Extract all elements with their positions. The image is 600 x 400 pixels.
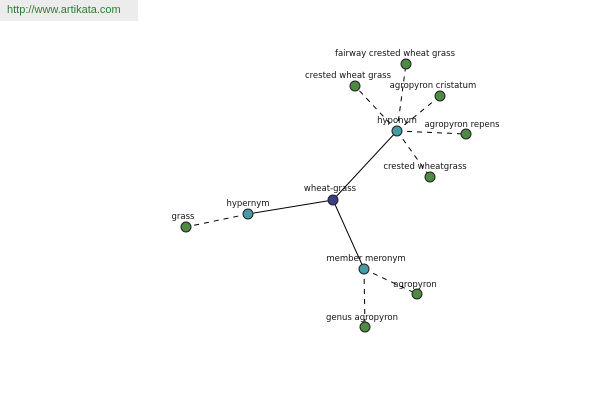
node-hyponym[interactable] (391, 125, 403, 137)
label-genus-agropyron: genus agropyron (326, 313, 398, 323)
source-url-link[interactable]: http://www.artikata.com (0, 0, 138, 21)
label-agropyron-repens: agropyron repens (424, 120, 500, 130)
graph-labels: wheat-grass hyponym hypernym member meronym… (172, 49, 501, 323)
label-hypernym: hypernym (226, 199, 269, 209)
label-agropyron-cristatum: agropyron cristatum (390, 81, 477, 91)
graph-nodes (180, 58, 472, 333)
node-member-meronym[interactable] (358, 263, 370, 275)
node-crested-wheatgrass[interactable] (424, 171, 436, 183)
node-genus-agropyron[interactable] (359, 321, 371, 333)
edge-hyponym-to-fairway-crested-wheat-grass (396, 63, 407, 132)
label-crested-wheatgrass: crested wheatgrass (383, 162, 467, 172)
node-fairway-crested-wheat-grass[interactable] (400, 58, 412, 70)
node-grass[interactable] (180, 221, 192, 233)
edge-hyponym-to-crested-wheat-grass (354, 85, 398, 132)
edge-hyponym-to-agropyron-repens (396, 130, 467, 135)
label-wheat-grass: wheat-grass (304, 184, 357, 194)
edge-hypernym-to-grass (185, 213, 249, 228)
node-hypernym[interactable] (242, 208, 254, 220)
node-agropyron-repens[interactable] (460, 128, 472, 140)
graph-edges (185, 63, 467, 328)
label-agropyron: agropyron (393, 280, 436, 290)
label-grass: grass (172, 212, 196, 222)
label-crested-wheat-grass: crested wheat grass (305, 71, 392, 81)
edge-wheat-grass-to-member-meronym (332, 199, 365, 270)
node-wheat-grass[interactable] (327, 194, 339, 206)
label-member-meronym: member meronym (326, 254, 405, 264)
node-crested-wheat-grass[interactable] (349, 80, 361, 92)
node-agropyron[interactable] (411, 288, 423, 300)
edge-wheat-grass-to-hyponym (332, 130, 398, 201)
label-fairway-crested-wheat-grass: fairway crested wheat grass (335, 49, 456, 59)
node-agropyron-cristatum[interactable] (434, 90, 446, 102)
edge-wheat-grass-to-hypernym (247, 199, 334, 215)
label-hyponym: hyponym (377, 116, 417, 126)
